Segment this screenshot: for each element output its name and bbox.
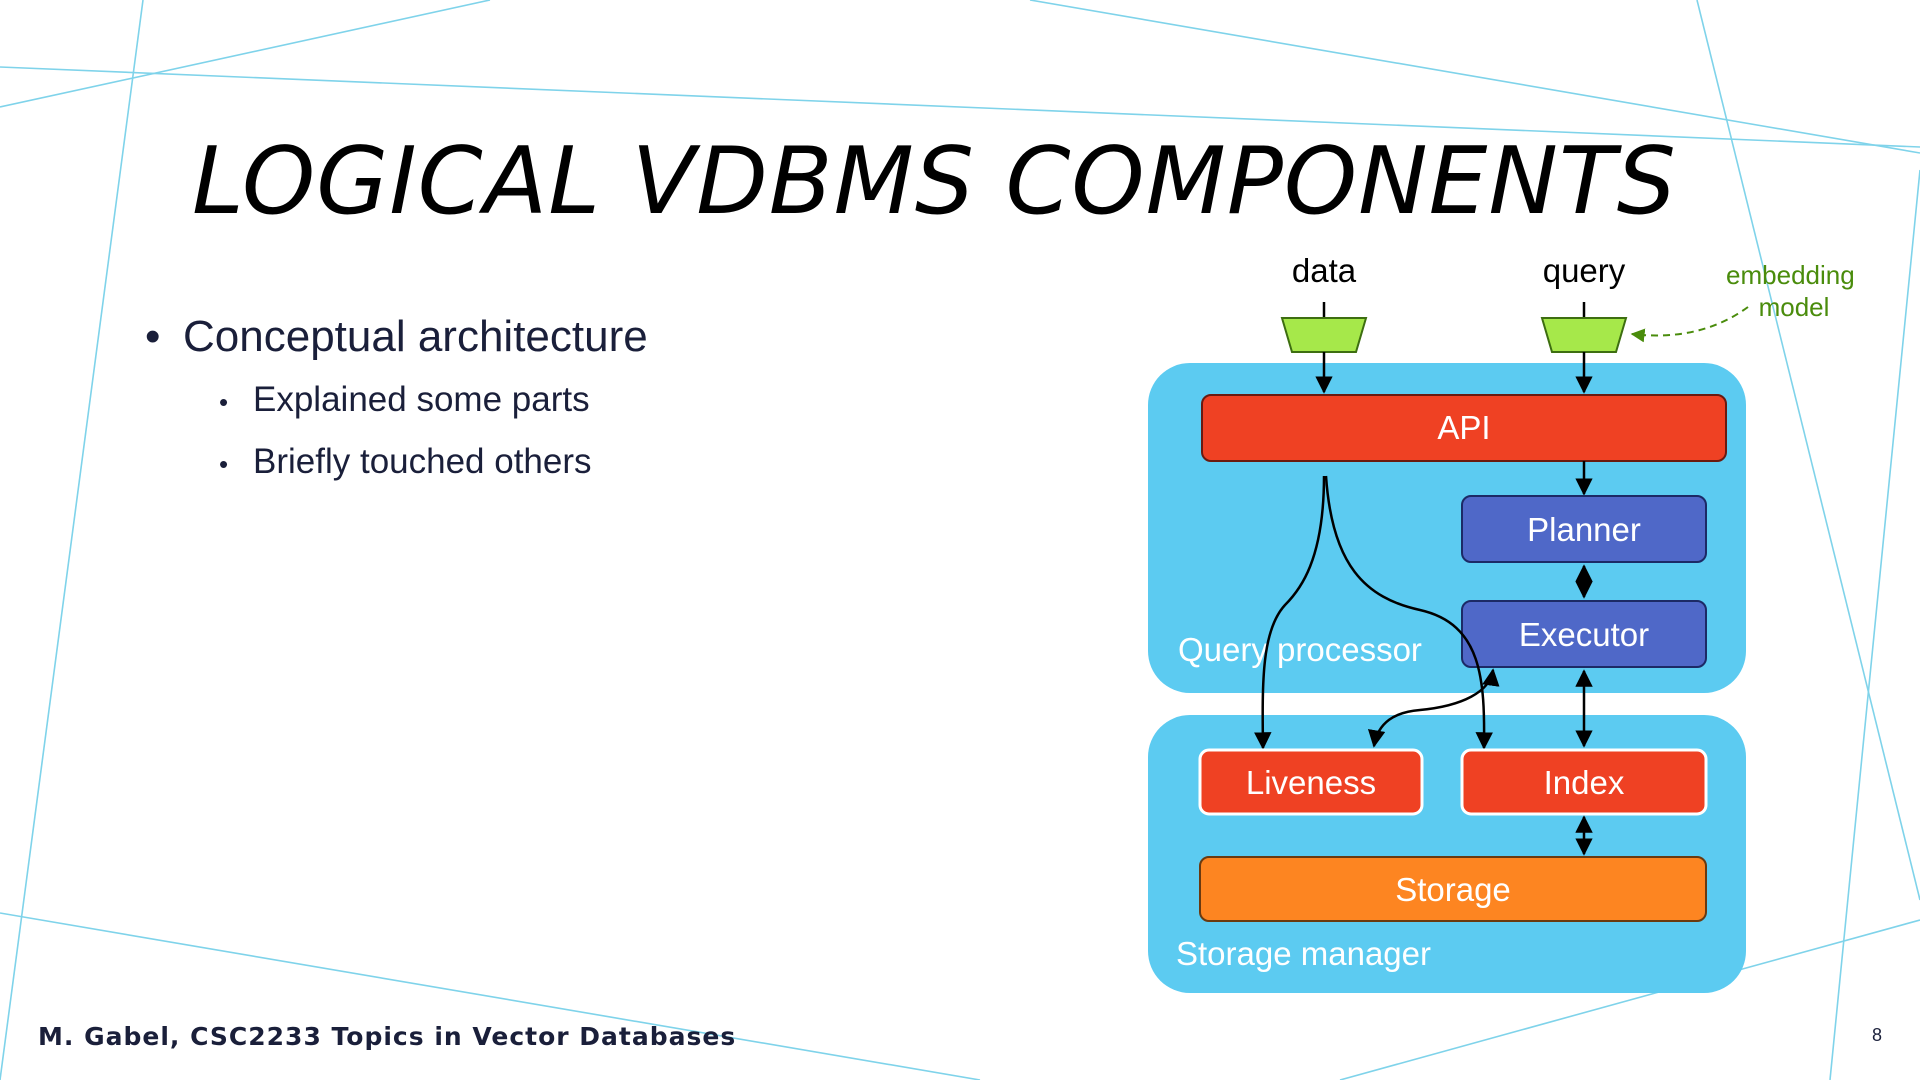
embedding-model-line1: embedding: [1726, 260, 1855, 290]
data-input-label: data: [1292, 252, 1357, 289]
slide-title: LOGICAL VDBMS COMPONENTS: [192, 127, 1677, 235]
page-number: 8: [1872, 1025, 1883, 1045]
api-to-liveness-arrow: [1254, 475, 1326, 750]
embedding-model-arrow: [1630, 306, 1749, 343]
bullet-dot-icon: •: [219, 449, 229, 479]
bullet-dot-icon: •: [219, 387, 229, 417]
storage-label: Storage: [1395, 871, 1511, 908]
liveness-executor-arrow: [1367, 668, 1500, 748]
sub-bullet-text: Explained some parts: [253, 380, 590, 419]
query-processor-label: Query processor: [1178, 631, 1422, 668]
footer-text: M. Gabel, CSC2233 Topics in Vector Datab…: [38, 1022, 737, 1051]
api-box: [1201, 394, 1727, 462]
planner-label: Planner: [1527, 511, 1641, 548]
query-input-label: query: [1543, 252, 1626, 289]
query-embedding-icon: [1540, 317, 1628, 353]
data-embedding-icon: [1280, 317, 1368, 353]
sub-bullet-item: • Explained some parts: [219, 380, 648, 420]
liveness-label: Liveness: [1246, 764, 1376, 801]
embedding-model-line2: model: [1759, 292, 1830, 322]
sub-bullet-text: Briefly touched others: [253, 442, 592, 481]
executor-label: Executor: [1519, 616, 1649, 653]
bullet-item: • Conceptual architecture: [145, 312, 648, 362]
api-label: API: [1437, 409, 1490, 446]
sub-bullet-item: • Briefly touched others: [219, 442, 648, 482]
liveness-box: [1198, 748, 1424, 816]
storage-manager-label: Storage manager: [1176, 935, 1431, 972]
bullet-text: Conceptual architecture: [183, 312, 648, 361]
embedding-model-label: embedding model: [1726, 260, 1862, 322]
bullet-list: • Conceptual architecture • Explained so…: [145, 312, 648, 504]
bullet-dot-icon: •: [145, 312, 161, 361]
index-box: [1460, 748, 1708, 816]
storage-box: [1199, 856, 1707, 922]
planner-box: [1461, 495, 1707, 563]
index-label: Index: [1544, 764, 1625, 801]
